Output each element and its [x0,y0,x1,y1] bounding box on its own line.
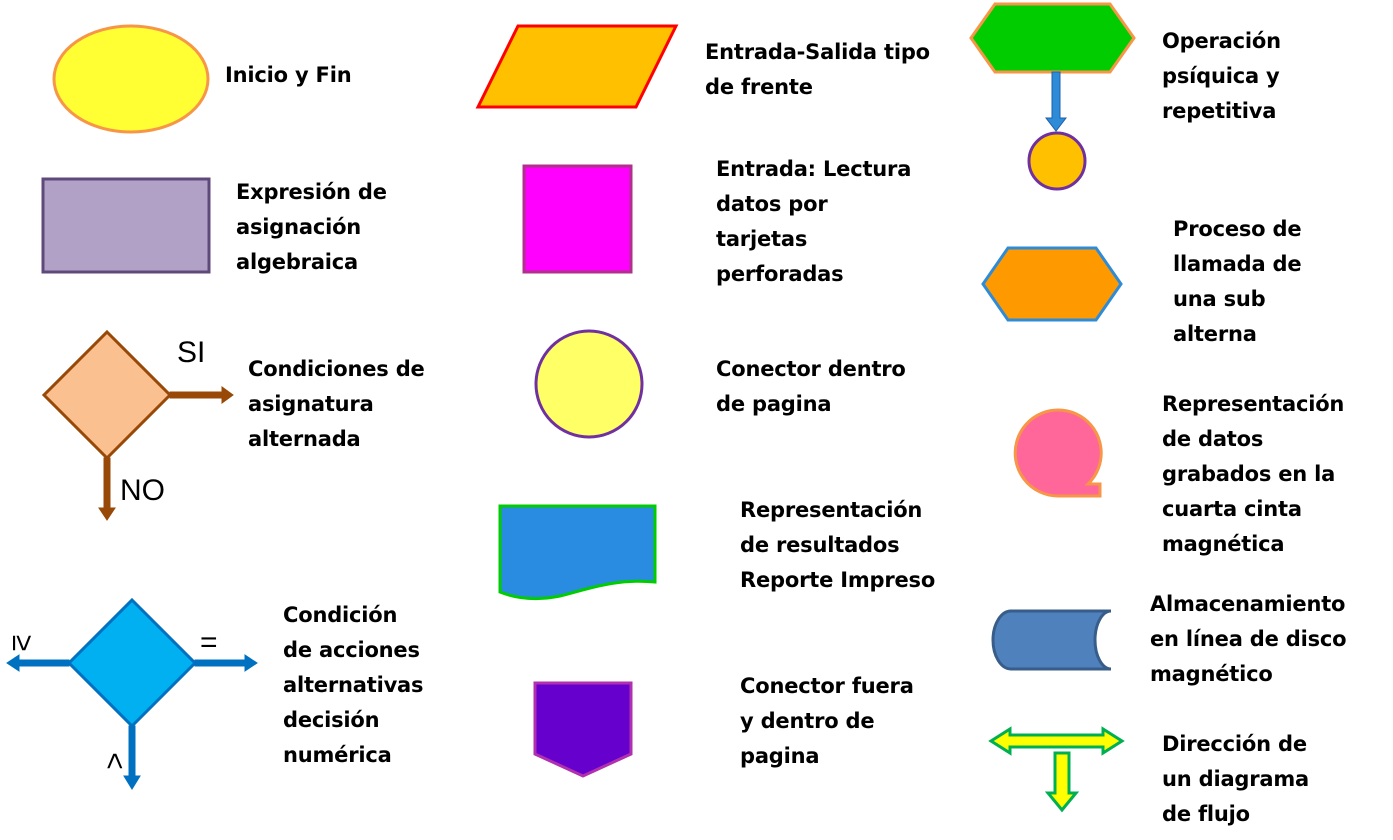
llamada-hexagon-shape [981,246,1123,322]
disco-symbol [991,609,1112,671]
label-line: asignación [236,215,362,239]
label-line: un diagrama [1162,767,1310,791]
si-mark: SI [177,336,206,369]
label-line: cuarta cinta [1162,497,1302,521]
decision-diamond-shape [66,597,198,729]
label-line: Operación [1162,29,1281,53]
flujo-horizontal-arrow [988,726,1125,756]
label-line: alterna [1173,322,1257,346]
label-line: Conector dentro [716,357,906,381]
label-line: magnético [1150,662,1273,686]
lt-mark: < [97,752,131,770]
label-line: de flujo [1162,802,1250,826]
eq-mark: = [200,626,218,659]
condicion-diamond-shape [41,329,173,461]
label-line: de datos [1162,427,1264,451]
cinta-magnetica-shape [1013,408,1103,498]
label-line: perforadas [716,262,844,286]
label-line: alternada [248,427,361,451]
label-line: de pagina [716,392,832,416]
label-line: una sub [1173,287,1266,311]
label-line: Reporte Impreso [740,568,936,592]
label-line: Representación [1162,392,1345,416]
disco-cylinder-shape [991,609,1112,671]
operacion-connector-shape [1027,131,1087,191]
entrada-salida-shape [475,24,679,109]
decision-right-arrow [194,654,258,672]
tarjeta-label: Entrada: Lectura datos por tarjetas perfora… [716,152,911,292]
ge-mark: ≥ [6,634,40,652]
label-line: Conector fuera [740,674,914,698]
label-line: pagina [740,744,820,768]
asignacion-shape [41,177,211,274]
label-line: Condiciones de [248,357,425,381]
label-line: repetitiva [1162,99,1277,123]
label-line: grabados en la [1162,462,1336,486]
asignacion-label: Expresión de asignación algebraica [236,175,387,280]
operacion-hexagon-shape [969,2,1136,74]
reporte-documento-shape [498,504,657,601]
label-line: Dirección de [1162,732,1307,756]
operacion-arrow [1044,71,1068,132]
no-mark: NO [120,474,165,507]
label-line: y dentro de [740,709,875,733]
flujo-down-arrow [1044,751,1080,813]
label-line: numérica [283,743,392,767]
label-line: en línea de disco [1150,627,1347,651]
label-line: Representación [740,498,923,522]
label-line: Entrada: Lectura [716,157,912,181]
label-line: tarjetas [716,227,808,251]
label-line: llamada de [1173,252,1302,276]
conector-label: Conector dentro de pagina [716,352,906,422]
label-line: de frente [705,75,813,99]
entrada-salida-label: Entrada-Salida tipo de frente [705,35,930,105]
condicion-no-arrow [98,457,116,521]
label-line: datos por [716,192,828,216]
llamada-label: Proceso de llamada de una sub alterna [1173,212,1302,352]
label-line: magnética [1162,532,1285,556]
operacion-label: Operación psíquica y repetitiva [1162,24,1281,129]
decision-label: Condición de acciones alternativas decisión… [283,598,424,773]
label-line: psíquica y [1162,64,1280,88]
label-line: Proceso de [1173,217,1302,241]
flujo-label: Dirección de un diagrama de flujo [1162,727,1309,832]
conector-fuera-shape [533,681,633,778]
tarjeta-shape [522,164,633,274]
label-line: de resultados [740,533,900,557]
label-line: asignatura [248,392,374,416]
decision-symbol [6,597,258,790]
label-line: algebraica [236,250,359,274]
conector-shape [534,329,644,439]
label-line: Almacenamiento [1150,592,1346,616]
flujo-symbol [988,726,1125,813]
label-line: Expresión de [236,180,387,204]
label-line: Entrada-Salida tipo [705,40,930,64]
condicion-symbol [41,329,234,521]
label-line: alternativas [283,673,424,697]
label-line: Condición [283,603,398,627]
condicion-si-arrow [169,386,234,404]
label-line: decisión [283,708,380,732]
label-line: de acciones [283,638,420,662]
inicio-label: Inicio y Fin [225,58,352,93]
inicio-fin-shape [52,24,210,134]
decision-left-arrow [6,654,70,672]
disco-label: Almacenamiento en línea de disco magnético [1150,587,1347,692]
condicion-label: Condiciones de asignatura alternada [248,352,425,457]
operacion-symbol [969,2,1136,191]
cinta-label: Representación de datos grabados en la cuar… [1162,387,1344,562]
conector-fuera-label: Conector fuera y dentro de pagina [740,669,914,774]
label-line: Inicio y Fin [225,63,352,87]
decision-down-arrow [123,725,141,790]
